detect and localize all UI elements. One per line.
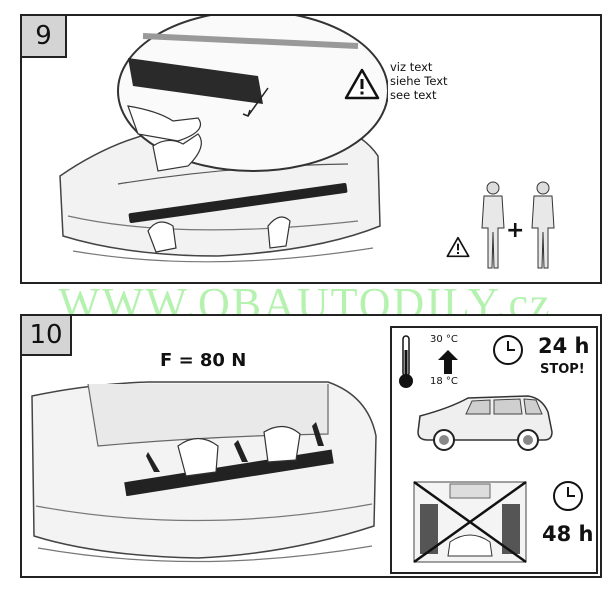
plus-sign: + xyxy=(506,218,525,243)
wait-time-24h: 24 h xyxy=(538,334,590,358)
clock-icon-48h xyxy=(553,481,583,511)
warning-icon xyxy=(344,68,380,100)
step-10-number: 10 xyxy=(29,320,63,350)
conditions-box: 30 °C 18 °C 24 h STOP! xyxy=(390,326,598,574)
no-wash-time-48h: 48 h xyxy=(542,522,594,546)
clock-icon-24h xyxy=(493,335,523,365)
temp-max: 30 °C xyxy=(430,334,458,345)
note-de: siehe Text xyxy=(390,74,448,88)
note-en: see text xyxy=(390,88,437,102)
step-10-number-box: 10 xyxy=(22,316,72,356)
person-2-figure xyxy=(531,181,555,269)
person-1-figure xyxy=(481,181,505,269)
car-rear-illustration-step10 xyxy=(31,381,377,563)
stop-label: STOP! xyxy=(540,362,585,377)
warning-icon-two-persons xyxy=(446,236,470,258)
see-text-note: viz text siehe Text see text xyxy=(390,60,448,102)
step-9-number-box: 9 xyxy=(22,16,67,58)
step-10-panel: 10 F = 80 N 30 °C 18 °C 24 h STOP! xyxy=(20,314,602,578)
car-wash-crossed-icon xyxy=(413,480,527,564)
temp-min: 18 °C xyxy=(430,376,458,387)
step-9-panel: 9 viz text siehe Text see text xyxy=(20,14,602,284)
car-rear-illustration-step9 xyxy=(59,16,388,263)
arrow-up-icon xyxy=(438,350,458,374)
force-label: F = 80 N xyxy=(160,350,247,371)
step-9-number: 9 xyxy=(35,21,52,51)
thermometer-icon xyxy=(399,335,413,388)
suv-side-illustration xyxy=(417,395,553,451)
note-cz: viz text xyxy=(390,60,433,74)
